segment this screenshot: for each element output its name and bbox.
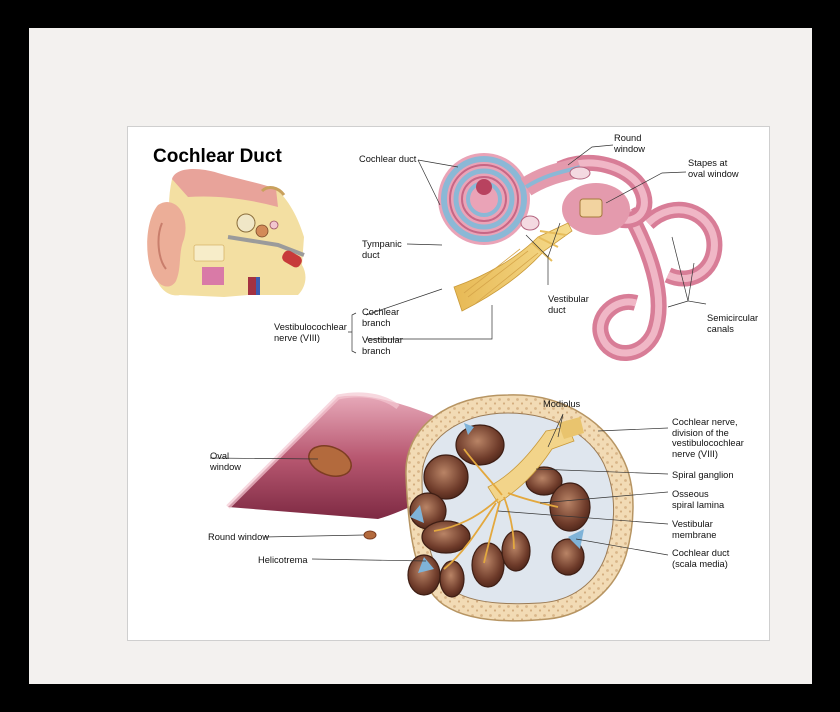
label-semicircular-canals: Semicircular canals xyxy=(707,313,759,334)
label-cochlear-branch: Cochlear branch xyxy=(362,307,400,328)
label-oval-window: Oval window xyxy=(210,451,242,472)
label-cochlear-duct-top: Cochlear duct xyxy=(359,154,417,164)
label-modiolus: Modiolus xyxy=(543,399,581,409)
label-cochlear-duct-scala-media: Cochlear duct (scala media) xyxy=(672,548,730,569)
ear-cross-section-thumbnail xyxy=(147,169,306,297)
label-cochlear-nerve-division: Cochlear nerve, division of the vestibul… xyxy=(672,417,744,459)
illustration-print: Cochlear Duct xyxy=(127,126,770,641)
label-spiral-ganglion: Spiral ganglion xyxy=(672,470,734,480)
leader-lines xyxy=(209,144,707,562)
inner-ear-labyrinth xyxy=(438,153,723,361)
label-vestibulocochlear-nerve: Vestibulocochlear nerve (VIII) xyxy=(274,322,347,343)
label-round-window-bottom: Round window xyxy=(208,532,269,542)
label-helicotrema: Helicotrema xyxy=(258,555,308,565)
label-round-window-top: Round window xyxy=(614,133,646,154)
label-vestibular-branch: Vestibular branch xyxy=(362,335,403,356)
label-stapes-at-oval-window: Stapes at oval window xyxy=(688,158,739,179)
diagram-title: Cochlear Duct xyxy=(153,146,282,167)
label-osseous-spiral-lamina: Osseous spiral lamina xyxy=(672,489,725,510)
cochlea-cross-section xyxy=(226,392,634,622)
label-tympanic-duct: Tympanic duct xyxy=(362,239,402,260)
label-vestibular-duct: Vestibular duct xyxy=(548,294,589,315)
label-vestibular-membrane: Vestibular membrane xyxy=(672,519,717,540)
cochlea-illustration xyxy=(147,144,723,622)
mat-board: Cochlear Duct xyxy=(29,28,812,684)
